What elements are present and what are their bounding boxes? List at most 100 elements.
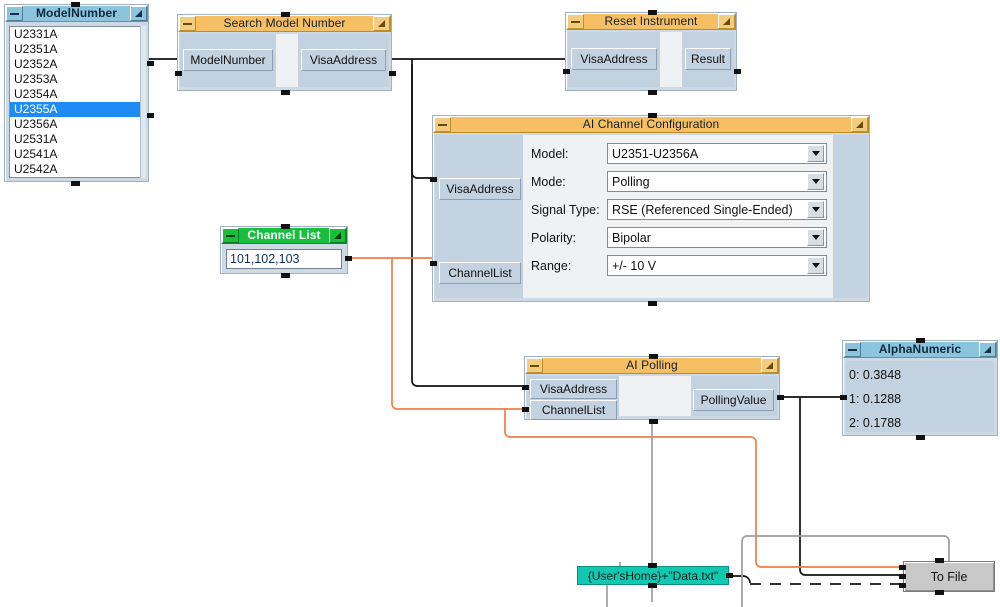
minimize-icon[interactable] xyxy=(6,6,23,21)
terminal-in-channellist[interactable] xyxy=(522,407,529,412)
ai-polling-panel[interactable]: AI Polling VisaAddress ChannelList Polli… xyxy=(522,354,784,424)
minimize-icon[interactable] xyxy=(526,358,543,373)
terminal-top[interactable] xyxy=(648,10,657,15)
list-item[interactable]: U2352A xyxy=(14,57,58,71)
tofile-terminal-bottom[interactable] xyxy=(935,590,944,595)
terminal-bottom[interactable] xyxy=(71,181,80,186)
chevron-down-icon[interactable] xyxy=(807,257,824,274)
ai-polling-titlebar[interactable]: AI Polling xyxy=(525,357,779,374)
list-item[interactable]: U2356A xyxy=(14,117,58,131)
terminal-bottom[interactable] xyxy=(281,273,290,278)
config-row: Range: +/- 10 V xyxy=(531,255,827,276)
config-dropdown[interactable]: RSE (Referenced Single-Ended) xyxy=(607,199,827,220)
terminal-bottom[interactable] xyxy=(281,90,290,95)
channel-list-input[interactable]: 101,102,103 xyxy=(226,249,342,269)
terminal-in-visaaddress[interactable] xyxy=(563,69,570,74)
list-item[interactable]: U2355A xyxy=(10,102,145,117)
tofile-terminal-in-sequence[interactable] xyxy=(899,583,906,588)
terminal-in-visaaddress[interactable] xyxy=(430,177,437,182)
expression-terminal-top[interactable] xyxy=(648,563,657,568)
channel-list-panel[interactable]: Channel List 101,102,103 xyxy=(220,224,352,278)
expression-terminal-out[interactable] xyxy=(726,573,733,578)
terminal-in-modelnumber[interactable] xyxy=(175,71,182,76)
terminal-label-result[interactable]: Result xyxy=(685,48,731,70)
terminal-label-modelnumber[interactable]: ModelNumber xyxy=(183,49,273,71)
terminal-label-visaaddress[interactable]: VisaAddress xyxy=(571,48,657,70)
maximize-icon[interactable] xyxy=(130,6,147,21)
list-item[interactable]: U2542A xyxy=(14,162,58,176)
terminal-label-pollingvalue[interactable]: PollingValue xyxy=(693,389,774,411)
terminal-bottom[interactable] xyxy=(649,419,658,424)
terminal-label-channellist[interactable]: ChannelList xyxy=(530,400,617,420)
minimize-icon[interactable] xyxy=(434,117,451,132)
chevron-down-icon[interactable] xyxy=(807,229,824,246)
terminal-top[interactable] xyxy=(281,12,290,17)
terminal-out-model[interactable] xyxy=(147,61,154,66)
config-dropdown[interactable]: Bipolar xyxy=(607,227,827,248)
config-dropdown[interactable]: Polling xyxy=(607,171,827,192)
reset-instrument-titlebar[interactable]: Reset Instrument xyxy=(566,13,736,30)
search-model-titlebar[interactable]: Search Model Number xyxy=(178,15,391,32)
terminal-out-channellist[interactable] xyxy=(345,256,352,261)
list-item[interactable]: U2354A xyxy=(14,87,58,101)
terminal-out-aux[interactable] xyxy=(147,113,154,118)
terminal-top[interactable] xyxy=(71,2,80,7)
to-file-block[interactable]: To File xyxy=(903,561,995,592)
terminal-out-visaaddress[interactable] xyxy=(389,71,396,76)
terminal-label-visaaddress[interactable]: VisaAddress xyxy=(301,49,386,71)
config-dropdown[interactable]: U2351-U2356A xyxy=(607,143,827,164)
file-path-expression[interactable]: {User'sHome}+"Data.txt" xyxy=(577,566,729,585)
list-item[interactable]: U2541A xyxy=(14,147,58,161)
maximize-icon[interactable] xyxy=(373,16,390,31)
minimize-icon[interactable] xyxy=(222,228,239,243)
chevron-down-icon[interactable] xyxy=(807,173,824,190)
tofile-terminal-top[interactable] xyxy=(935,558,944,563)
terminal-out-pollingvalue[interactable] xyxy=(777,395,784,400)
maximize-icon[interactable] xyxy=(329,228,346,243)
list-item[interactable]: U2351A xyxy=(14,42,58,56)
minimize-icon[interactable] xyxy=(179,16,196,31)
model-number-title: ModelNumber xyxy=(35,6,118,20)
maximize-icon[interactable] xyxy=(761,358,778,373)
terminal-in-visaaddress[interactable] xyxy=(522,385,529,390)
terminal-bottom[interactable] xyxy=(916,435,925,440)
maximize-icon[interactable] xyxy=(979,342,996,357)
terminal-top[interactable] xyxy=(648,113,657,118)
tofile-terminal-in-data[interactable] xyxy=(899,574,906,579)
terminal-out-result[interactable] xyxy=(734,69,741,74)
terminal-top[interactable] xyxy=(649,354,658,359)
channel-list-titlebar[interactable]: Channel List xyxy=(221,227,347,244)
ai-config-titlebar[interactable]: AI Channel Configuration xyxy=(433,116,869,133)
maximize-icon[interactable] xyxy=(851,117,868,132)
terminal-bottom[interactable] xyxy=(648,301,657,306)
search-model-number-panel[interactable]: Search Model Number ModelNumber VisaAddr… xyxy=(175,12,396,95)
minimize-icon[interactable] xyxy=(567,14,584,29)
terminal-label-channellist[interactable]: ChannelList xyxy=(439,262,521,284)
terminal-bottom[interactable] xyxy=(648,90,657,95)
ai-channel-configuration-panel[interactable]: AI Channel Configuration VisaAddress Cha… xyxy=(430,113,870,306)
terminal-in-value[interactable] xyxy=(840,395,847,400)
terminal-label-visaaddress[interactable]: VisaAddress xyxy=(439,178,521,200)
chevron-down-icon[interactable] xyxy=(807,145,824,162)
terminal-top[interactable] xyxy=(281,224,290,229)
chevron-down-icon[interactable] xyxy=(807,201,824,218)
alphanumeric-titlebar[interactable]: AlphaNumeric xyxy=(843,341,997,358)
model-number-scrollbar[interactable] xyxy=(140,26,146,178)
maximize-icon[interactable] xyxy=(718,14,735,29)
terminal-in-channellist[interactable] xyxy=(430,261,437,266)
list-item[interactable]: U2331A xyxy=(14,27,58,41)
config-dropdown[interactable]: +/- 10 V xyxy=(607,255,827,276)
config-label: Range: xyxy=(531,258,572,273)
tofile-terminal-in-path[interactable] xyxy=(899,565,906,570)
expression-terminal-bottom[interactable] xyxy=(648,583,657,588)
list-item[interactable]: U2353A xyxy=(14,72,58,86)
model-number-titlebar[interactable]: ModelNumber xyxy=(5,5,148,22)
reset-instrument-panel[interactable]: Reset Instrument VisaAddress Result xyxy=(563,10,741,95)
list-item[interactable]: U2531A xyxy=(14,132,58,146)
terminal-label-visaaddress[interactable]: VisaAddress xyxy=(530,379,617,399)
minimize-icon[interactable] xyxy=(844,342,861,357)
terminal-top[interactable] xyxy=(916,338,925,343)
